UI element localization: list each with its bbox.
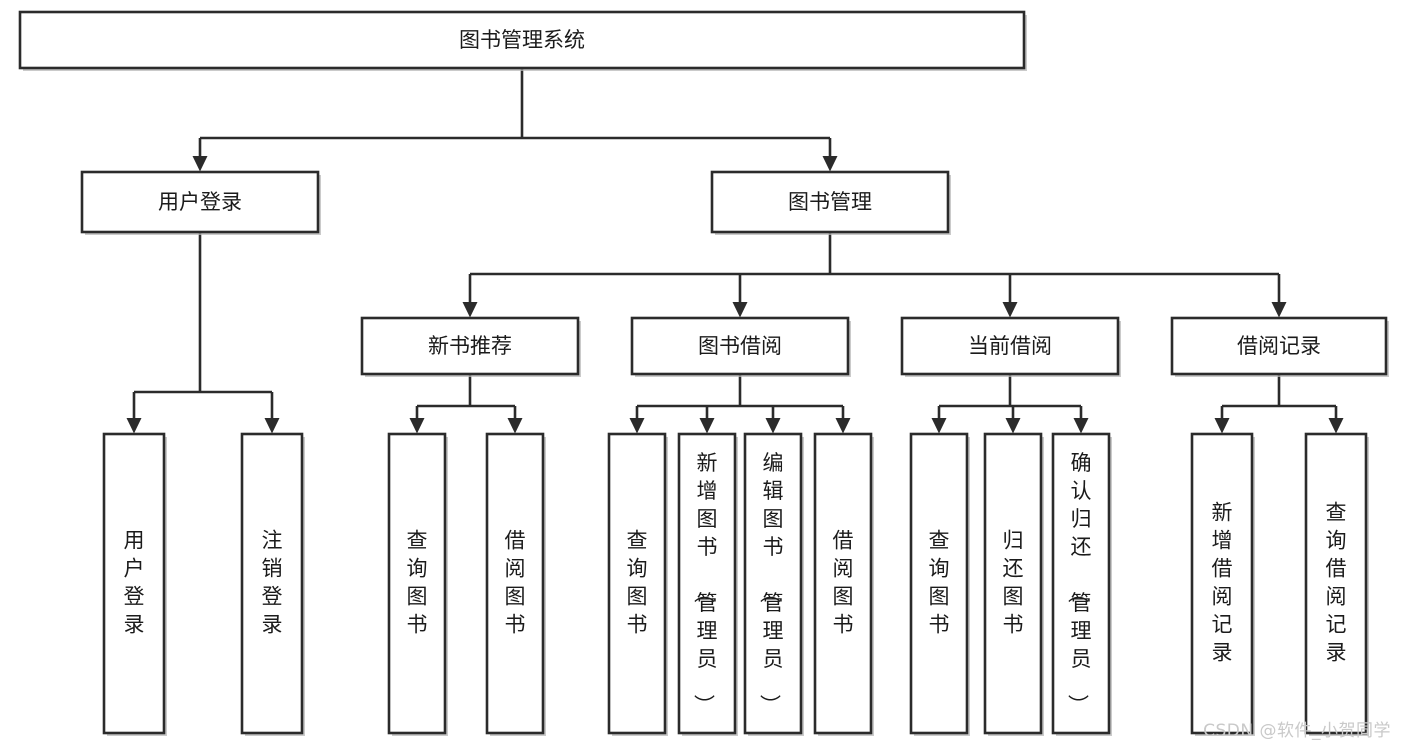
- node-label: 图书借阅: [698, 334, 782, 358]
- node-label: 借阅图书: [505, 529, 526, 637]
- flow-node-leaf-logout-login[interactable]: 注销登录: [240, 432, 305, 736]
- arrow-head-icon: [1328, 418, 1344, 434]
- flow-node-root[interactable]: 图书管理系统: [18, 10, 1027, 71]
- flow-node-leaf-confirm-return[interactable]: 确认归还（管理员）: [1051, 432, 1112, 736]
- connector-layer: [126, 68, 1344, 434]
- node-box[interactable]: [607, 432, 667, 735]
- flow-node-book-manage[interactable]: 图书管理: [710, 170, 951, 235]
- arrow-head-icon: [931, 418, 947, 434]
- node-label: 借阅图书: [833, 529, 854, 637]
- node-label: 查询图书: [407, 529, 428, 637]
- node-box[interactable]: [710, 170, 950, 234]
- node-box[interactable]: [485, 432, 545, 735]
- node-label: 借阅记录: [1237, 334, 1321, 358]
- arrow-head-icon: [192, 156, 208, 172]
- node-layer: 图书管理系统用户登录图书管理新书推荐图书借阅当前借阅借阅记录用户登录注销登录查询…: [18, 10, 1389, 736]
- flow-node-leaf-add-record[interactable]: 新增借阅记录: [1190, 432, 1255, 736]
- node-box[interactable]: [677, 432, 737, 735]
- flow-node-leaf-query-record[interactable]: 查询借阅记录: [1304, 432, 1369, 736]
- node-box[interactable]: [900, 316, 1120, 376]
- node-box[interactable]: [387, 432, 447, 735]
- arrow-head-icon: [409, 418, 425, 434]
- arrow-head-icon: [126, 418, 142, 434]
- node-box[interactable]: [102, 432, 166, 735]
- node-label: 新增图书（管理员）: [692, 451, 718, 715]
- node-label: 用户登录: [124, 529, 145, 637]
- flow-node-user-login[interactable]: 用户登录: [80, 170, 321, 235]
- flow-node-current-borrow[interactable]: 当前借阅: [900, 316, 1121, 377]
- arrow-head-icon: [1214, 418, 1230, 434]
- node-label: 新书推荐: [428, 334, 512, 358]
- flow-node-leaf-edit-book[interactable]: 编辑图书（管理员）: [743, 432, 804, 736]
- node-label: 注销登录: [262, 529, 283, 637]
- flow-node-leaf-query-book-3[interactable]: 查询图书: [909, 432, 970, 736]
- node-label: 查询借阅记录: [1326, 501, 1347, 665]
- arrow-head-icon: [822, 156, 838, 172]
- node-label: 用户登录: [158, 190, 242, 214]
- arrow-head-icon: [732, 302, 748, 318]
- flow-node-leaf-user-login[interactable]: 用户登录: [102, 432, 167, 736]
- arrow-head-icon: [1002, 302, 1018, 318]
- node-label: 当前借阅: [968, 334, 1052, 358]
- arrow-head-icon: [462, 302, 478, 318]
- node-box[interactable]: [1304, 432, 1368, 735]
- flow-node-leaf-query-book-1[interactable]: 查询图书: [387, 432, 448, 736]
- arrow-head-icon: [835, 418, 851, 434]
- arrow-head-icon: [699, 418, 715, 434]
- node-box[interactable]: [240, 432, 304, 735]
- arrow-head-icon: [1271, 302, 1287, 318]
- flow-node-book-borrow[interactable]: 图书借阅: [630, 316, 851, 377]
- arrow-head-icon: [765, 418, 781, 434]
- flow-node-leaf-borrow-book-1[interactable]: 借阅图书: [485, 432, 546, 736]
- flow-node-leaf-query-book-2[interactable]: 查询图书: [607, 432, 668, 736]
- node-box[interactable]: [18, 10, 1026, 70]
- arrow-head-icon: [264, 418, 280, 434]
- node-box[interactable]: [1051, 432, 1111, 735]
- node-label: 图书管理: [788, 190, 872, 214]
- node-label: 图书管理系统: [459, 28, 585, 52]
- node-box[interactable]: [630, 316, 850, 376]
- flow-node-leaf-borrow-book-2[interactable]: 借阅图书: [813, 432, 874, 736]
- flow-node-leaf-add-book[interactable]: 新增图书（管理员）: [677, 432, 738, 736]
- node-box[interactable]: [743, 432, 803, 735]
- arrow-head-icon: [1073, 418, 1089, 434]
- node-box[interactable]: [360, 316, 580, 376]
- node-label: 编辑图书（管理员）: [758, 451, 784, 715]
- node-label: 新增借阅记录: [1212, 501, 1233, 665]
- node-label: 确认归还（管理员）: [1066, 451, 1092, 715]
- node-box[interactable]: [983, 432, 1043, 735]
- node-box[interactable]: [1190, 432, 1254, 735]
- flow-node-leaf-return-book[interactable]: 归还图书: [983, 432, 1044, 736]
- node-box[interactable]: [1170, 316, 1388, 376]
- node-label: 查询图书: [929, 529, 950, 637]
- node-box[interactable]: [80, 170, 320, 234]
- node-label: 查询图书: [627, 529, 648, 637]
- arrow-head-icon: [1005, 418, 1021, 434]
- node-box[interactable]: [909, 432, 969, 735]
- node-label: 归还图书: [1003, 529, 1024, 637]
- flow-node-borrow-record[interactable]: 借阅记录: [1170, 316, 1389, 377]
- arrow-head-icon: [629, 418, 645, 434]
- arrow-head-icon: [507, 418, 523, 434]
- flow-node-new-book-rec[interactable]: 新书推荐: [360, 316, 581, 377]
- node-box[interactable]: [813, 432, 873, 735]
